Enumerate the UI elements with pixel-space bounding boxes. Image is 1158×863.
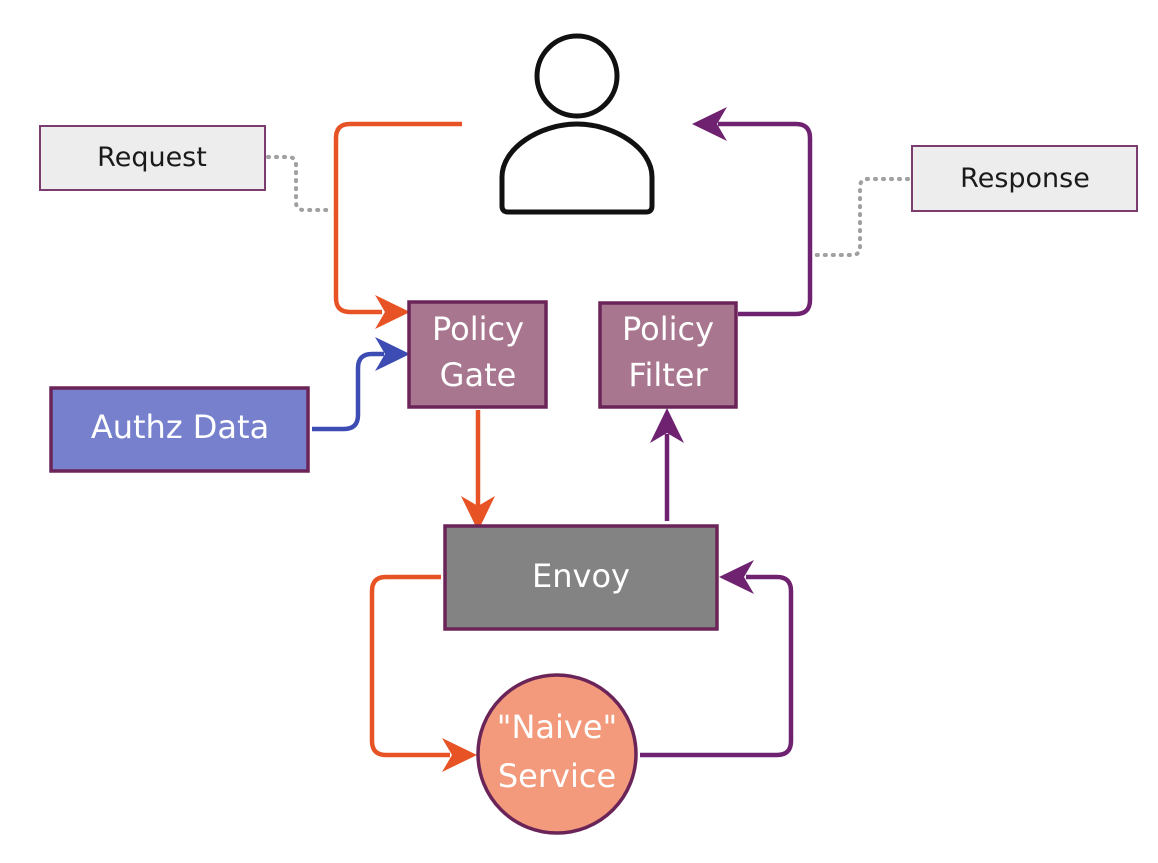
response-arrowhead-filter [650,408,684,443]
request-arrowhead-envoy [461,496,495,531]
authz-data-label: Authz Data [91,408,269,446]
response-arrow-service-to-envoy [640,574,794,758]
request-arrow-user-to-gate [333,121,462,315]
request-note-label: Request [97,142,207,173]
envoy-label: Envoy [532,557,630,595]
request-note: Request [39,125,266,191]
response-note-connector [810,177,910,257]
authz-arrowhead-gate [375,337,410,371]
authz-data-box: Authz Data [49,386,310,473]
naive-service-circle: "Naive" Service [476,673,638,835]
response-note-label: Response [960,163,1090,194]
response-arrowhead-envoy [719,560,754,594]
authz-arrow-to-gate [312,351,384,432]
policy-filter-box: Policy Filter [598,301,738,409]
request-arrowhead-gate [375,295,410,329]
policy-gate-line1: Policy [432,310,524,348]
service-line2: Service [498,757,616,795]
envoy-box: Envoy [443,524,719,631]
request-arrowhead-service [442,738,477,772]
policy-filter-line2: Filter [628,356,708,394]
policy-filter-line1: Policy [622,310,714,348]
service-line1: "Naive" [497,708,618,746]
request-note-connector [266,155,332,212]
response-note: Response [911,145,1138,212]
response-arrowhead-user [692,107,727,141]
user-icon [499,33,655,215]
policy-gate-box: Policy Gate [407,300,548,409]
request-arrow-envoy-to-service [369,574,450,758]
policy-gate-line2: Gate [440,356,517,394]
response-arrow-filter-to-user [718,121,813,317]
